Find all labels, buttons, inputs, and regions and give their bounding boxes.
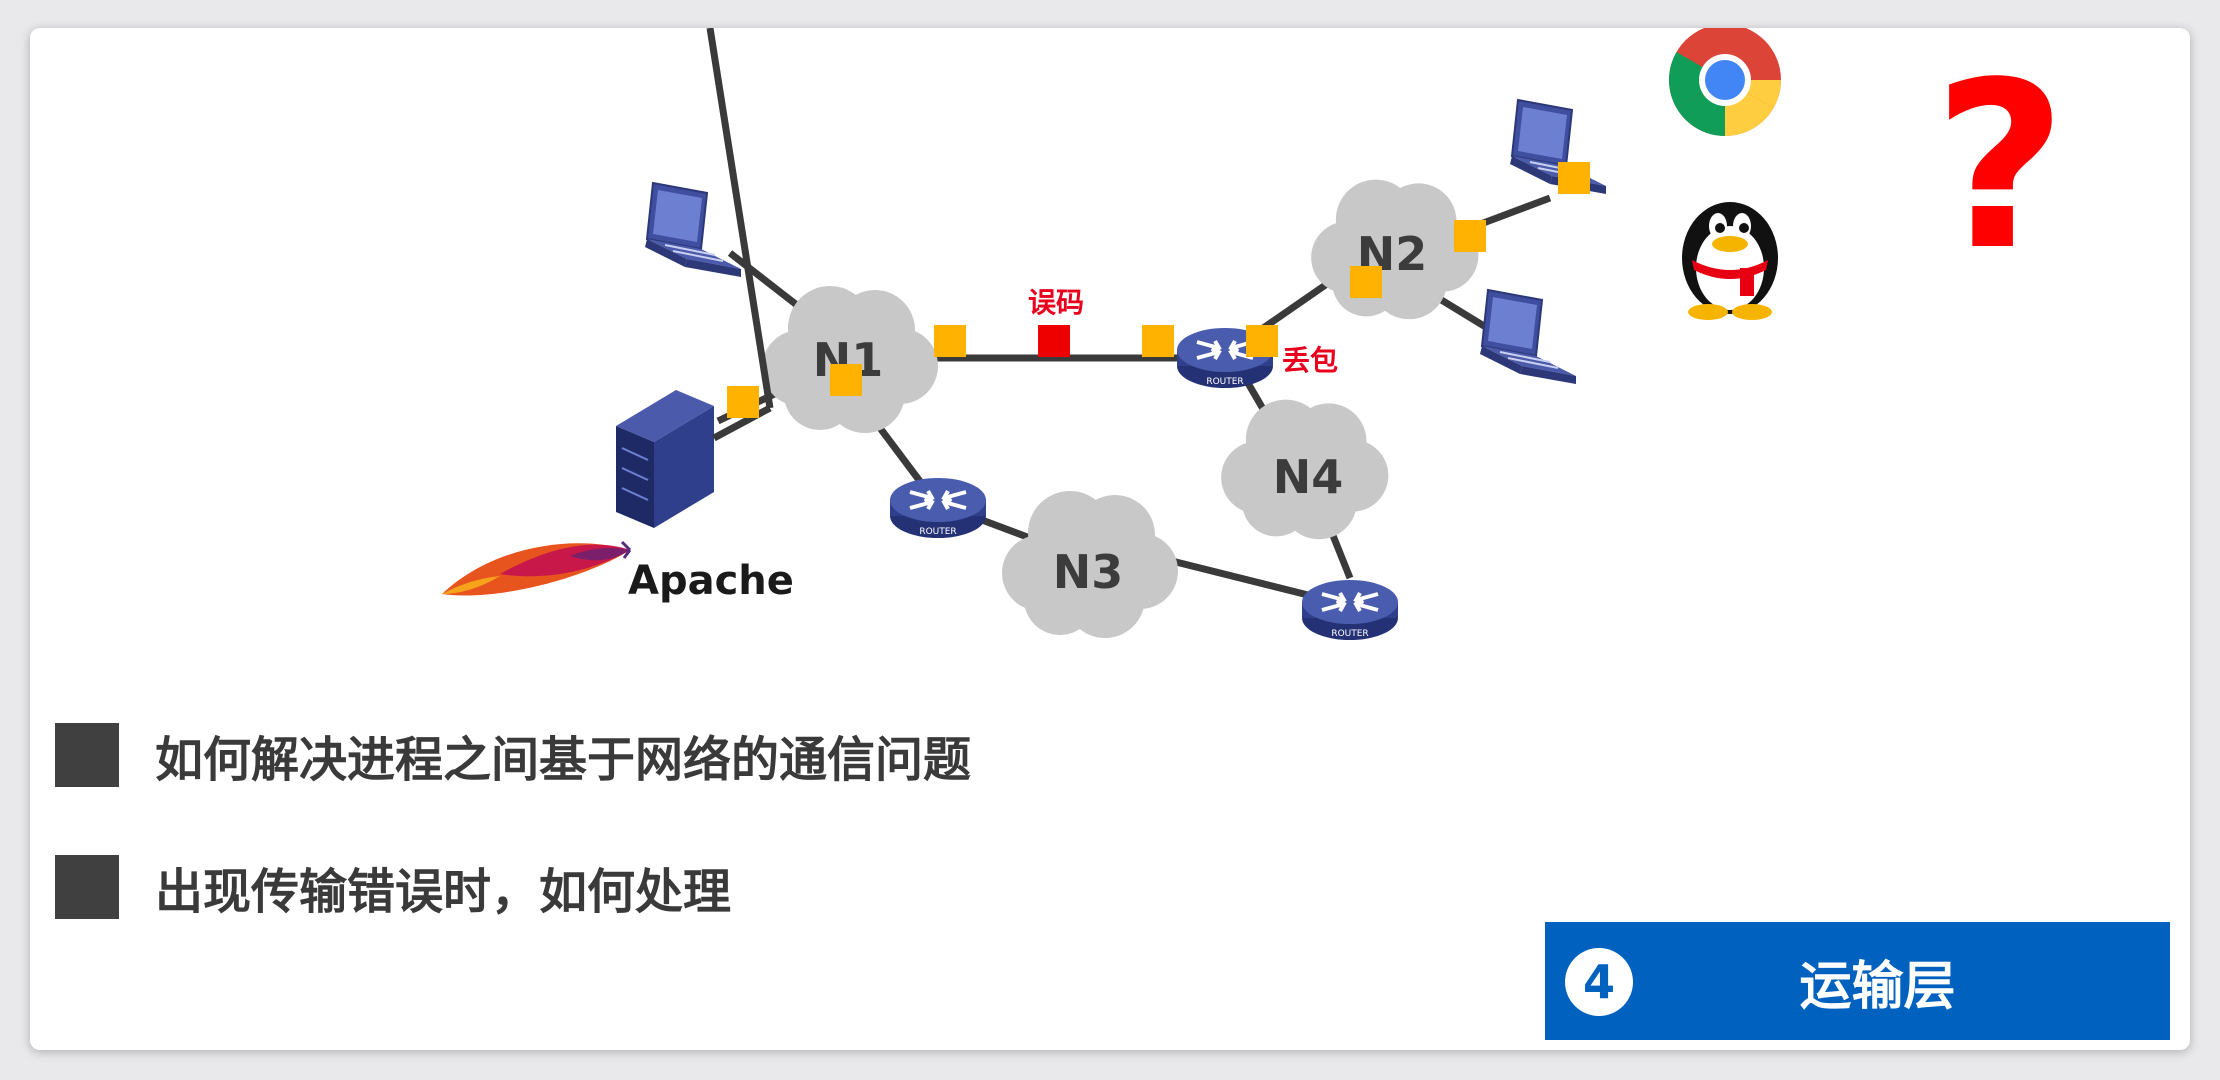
server-icon — [616, 28, 774, 528]
bit-error-label: 误码 — [1028, 286, 1084, 319]
bullet-item: 如何解决进程之间基于网络的通信问题 — [55, 720, 971, 790]
bullet-square — [55, 723, 119, 787]
svg-text:ROUTER: ROUTER — [919, 527, 956, 537]
router-icon: ROUTER — [888, 476, 988, 540]
bullet-item: 出现传输错误时，如何处理 — [55, 852, 731, 922]
error-packet — [1038, 325, 1070, 357]
slide: N1 N2 N3 N4 ROUTER ROUTER ROUTER — [30, 28, 2190, 1050]
bullet-square — [55, 855, 119, 919]
network-diagram: N1 N2 N3 N4 ROUTER ROUTER ROUTER — [442, 28, 2067, 642]
layer-name: 运输层 — [1799, 956, 1956, 1017]
laptop-icon — [644, 182, 742, 278]
layer-number-badge: 4 — [1565, 948, 1633, 1016]
router-icon: ROUTER — [1300, 578, 1400, 642]
bullet-text: 出现传输错误时，如何处理 — [155, 864, 732, 920]
apache-feather-icon — [442, 540, 632, 596]
apache-label: Apache — [628, 558, 794, 604]
chrome-icon — [1668, 28, 1781, 136]
router-icon: ROUTER — [1175, 326, 1275, 390]
n4-label: N4 — [1273, 450, 1344, 504]
bullet-text: 如何解决进程之间基于网络的通信问题 — [155, 732, 972, 788]
svg-text:ROUTER: ROUTER — [1206, 377, 1243, 387]
packet-loss-label: 丢包 — [1282, 344, 1338, 377]
layer-banner: 运输层 4 — [1545, 922, 2170, 1040]
laptop-icon — [1479, 289, 1577, 385]
svg-text:ROUTER: ROUTER — [1331, 629, 1368, 639]
n3-label: N3 — [1053, 545, 1124, 599]
qq-penguin-icon — [1682, 202, 1778, 320]
question-mark-icon: ? — [1933, 34, 2066, 301]
